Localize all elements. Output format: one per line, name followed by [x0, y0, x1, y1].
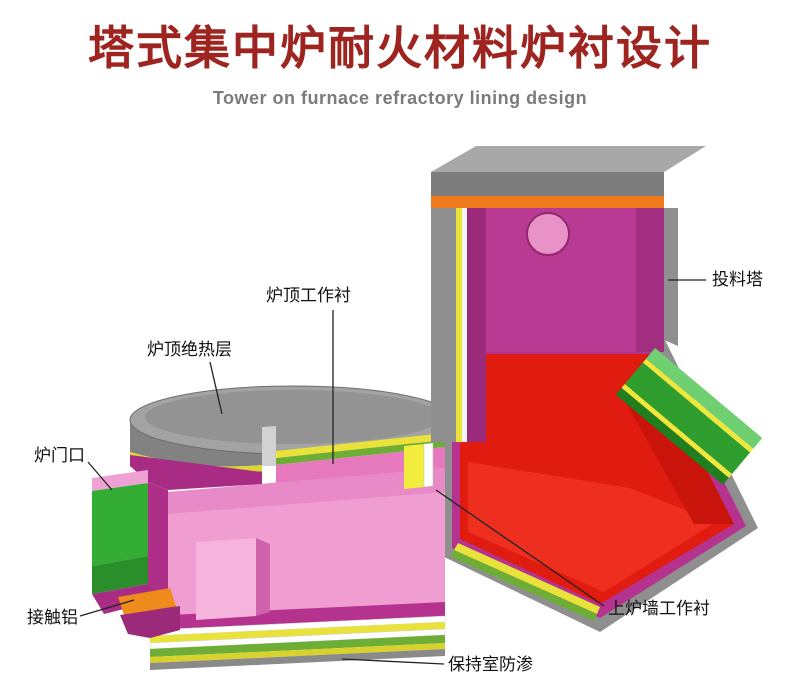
tower-right-outer-wall	[664, 208, 678, 346]
roof-insulation-green	[276, 440, 445, 465]
tower-slab-orange-band	[431, 196, 664, 208]
label-holding-chamber-anti-seepage: 保持室防渗	[448, 655, 533, 674]
chamber-bottom-wall	[148, 602, 445, 634]
bottom-lining-yellow-1	[150, 622, 445, 643]
bottom-lining-green	[150, 635, 445, 657]
chute-stripe-bottom	[621, 384, 733, 478]
bottom-lining-yellow-2	[150, 643, 445, 663]
furnace-body	[92, 385, 457, 670]
leader-line-contact-aluminum	[79, 599, 135, 617]
tower-left-wall-insulation-white	[462, 208, 467, 442]
tower-slab-front-face	[431, 172, 664, 196]
chamber-interior-shading	[168, 468, 445, 514]
junction-block-white	[423, 442, 434, 488]
lid-top-inner	[145, 390, 441, 444]
tower-left-wall-insulation-yellow	[456, 208, 462, 442]
leader-line-furnace-door	[87, 461, 113, 491]
page-subtitle: Tower on furnace refractory lining desig…	[212, 88, 588, 108]
label-roof-working-lining: 炉顶工作衬	[266, 286, 351, 305]
duct-bottom-insulation-green	[451, 550, 597, 621]
label-upper-wall-working-lining: 上炉墙工作衬	[608, 599, 710, 618]
tower-left-wall-lining	[467, 208, 486, 442]
duct-bottom-insulation-yellow	[454, 543, 600, 614]
inner-block-side	[256, 538, 270, 616]
chute-flange-bottom	[615, 387, 729, 485]
label-roof-insulation-layer: 炉顶绝热层	[147, 340, 232, 359]
bottom-left-wall-fill	[120, 606, 180, 638]
duct-floor-highlight	[468, 462, 716, 592]
bottom-lining-shell	[150, 649, 445, 670]
leader-line-upper-wall-working-lining	[435, 489, 605, 607]
under-lid-wall-band	[130, 455, 262, 490]
chute-body	[624, 362, 751, 474]
tower-back-wall-shade	[636, 208, 664, 352]
tower-left-wall-shell	[431, 208, 456, 442]
label-feeding-tower: 投料塔	[712, 270, 763, 289]
page-title: 塔式集中炉耐火材料炉衬设计	[88, 22, 712, 74]
roof-insulation-yellow	[276, 433, 445, 458]
label-contact-aluminum: 接触铝	[27, 608, 78, 627]
contact-aluminum-strip	[118, 588, 176, 615]
tower-port-hole	[526, 212, 570, 256]
door-block-green	[92, 483, 148, 566]
inner-block-front	[196, 538, 256, 620]
door-top-face	[92, 470, 148, 491]
door-block-green-dark	[92, 556, 148, 594]
label-furnace-door-opening: 炉门口	[34, 446, 85, 465]
lid-cut-face	[262, 426, 276, 466]
junction-block-yellow	[404, 444, 424, 489]
leader-lines	[79, 279, 706, 665]
lid-rim-insulation-yellow	[130, 452, 262, 473]
tower-slab-top-face	[431, 146, 706, 172]
leader-line-holding-chamber	[341, 658, 445, 665]
chute-stripe-top	[642, 358, 754, 453]
tower-back-wall	[468, 208, 664, 352]
leader-line-roof-insulation	[209, 361, 223, 415]
chute-flange-top	[646, 348, 763, 449]
discharge-chute	[615, 348, 763, 485]
